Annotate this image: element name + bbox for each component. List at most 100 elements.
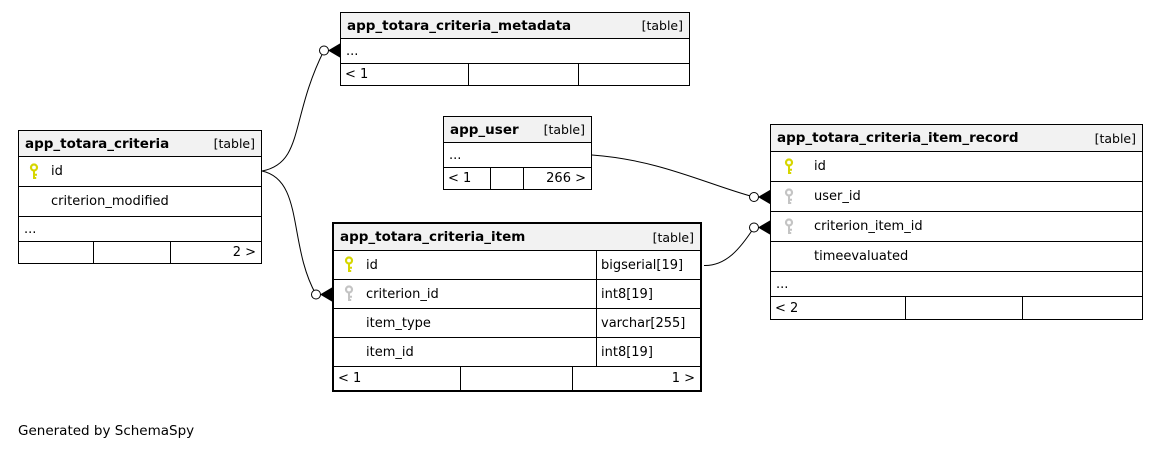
relationship-curve-user-to-item-record xyxy=(591,154,755,198)
hidden-columns-row: ... xyxy=(771,272,1142,297)
table-footer: 2 > xyxy=(19,242,261,263)
column-row: id bigserial[19] xyxy=(334,251,700,280)
table-header: app_totara_criteria_item_record [table] xyxy=(771,125,1142,152)
footer-cell xyxy=(19,242,93,263)
primary-key-icon xyxy=(782,157,796,176)
column-name: id xyxy=(814,159,826,174)
table-tag: [table] xyxy=(641,18,683,33)
footer-cell xyxy=(468,64,578,85)
footer-cell xyxy=(460,367,572,390)
primary-key-icon xyxy=(27,162,41,181)
arrowhead-icon xyxy=(758,220,771,235)
footer-cell: 2 > xyxy=(170,242,261,263)
table-name: app_totara_criteria_metadata xyxy=(347,17,572,34)
column-type: int8[19] xyxy=(596,280,700,308)
relationship-curve-criteria-to-item xyxy=(261,170,317,295)
relationship-curve-item-to-item-record xyxy=(703,227,755,267)
column-row: criterion_item_id xyxy=(771,212,1142,242)
foreign-key-icon xyxy=(342,285,356,303)
column-type: varchar[255] xyxy=(596,309,700,337)
column-name: criterion_modified xyxy=(51,194,169,209)
relationship-curve-criteria-to-metadata xyxy=(261,50,325,172)
column-row: id xyxy=(19,157,261,187)
related-count: 1 > xyxy=(671,371,695,386)
zero-many-circle xyxy=(319,45,329,56)
column-row: criterion_id int8[19] xyxy=(334,280,700,309)
footer-cell: 1 > xyxy=(572,367,700,390)
table-app_user[interactable]: app_user [table] ... < 1 266 > xyxy=(443,116,592,190)
column-type: bigserial[19] xyxy=(596,251,700,279)
arrowhead-icon xyxy=(320,287,333,302)
column-name-cell: criterion_id xyxy=(334,280,596,308)
footer-cell xyxy=(490,168,523,189)
column-name: id xyxy=(366,257,378,273)
column-row: item_type varchar[255] xyxy=(334,309,700,338)
column-name: id xyxy=(51,164,63,179)
column-row: timeevaluated xyxy=(771,242,1142,272)
column-name: timeevaluated xyxy=(814,249,909,264)
table-name: app_totara_criteria_item xyxy=(340,229,526,245)
generated-by-note: Generated by SchemaSpy xyxy=(18,423,195,439)
footer-cell: < 2 xyxy=(771,297,905,319)
related-count: < 1 xyxy=(345,67,369,82)
table-name: app_totara_criteria xyxy=(25,135,170,152)
table-footer: < 1 1 > xyxy=(334,367,700,390)
column-name: item_id xyxy=(366,344,414,360)
column-type: int8[19] xyxy=(596,338,700,366)
table-header: app_totara_criteria_metadata [table] xyxy=(341,13,689,39)
table-header: app_totara_criteria_item [table] xyxy=(334,224,700,251)
table-header: app_totara_criteria [table] xyxy=(19,131,261,157)
related-count: 2 > xyxy=(232,245,256,260)
table-tag: [table] xyxy=(1094,130,1136,146)
column-name: ... xyxy=(776,276,789,292)
column-row: user_id xyxy=(771,182,1142,212)
foreign-key-icon xyxy=(782,187,796,206)
hidden-columns-row: ... xyxy=(444,143,591,168)
footer-cell: < 1 xyxy=(334,367,460,390)
column-name: criterion_id xyxy=(366,286,439,302)
hidden-columns-row: ... xyxy=(341,39,689,64)
arrowhead-icon xyxy=(328,43,341,58)
column-name-cell: item_id xyxy=(334,338,596,366)
table-app_totara_criteria_metadata[interactable]: app_totara_criteria_metadata [table] ...… xyxy=(340,12,690,86)
column-name-cell: id xyxy=(334,251,596,279)
table-header: app_user [table] xyxy=(444,117,591,143)
footer-cell xyxy=(905,297,1022,319)
table-footer: < 1 266 > xyxy=(444,168,591,189)
column-row: id xyxy=(771,152,1142,182)
table-footer: < 1 xyxy=(341,64,689,85)
primary-key-icon xyxy=(342,256,356,274)
zero-many-circle xyxy=(311,289,321,300)
footer-cell xyxy=(93,242,170,263)
footer-cell: < 1 xyxy=(341,64,468,85)
related-count: < 2 xyxy=(775,300,799,316)
column-row: item_id int8[19] xyxy=(334,338,700,367)
table-name: app_user xyxy=(450,121,519,138)
table-app_totara_criteria_item[interactable]: app_totara_criteria_item [table] id bigs… xyxy=(332,222,702,392)
hidden-columns-row: ... xyxy=(19,217,261,242)
column-row: criterion_modified xyxy=(19,187,261,217)
column-name-cell: item_type xyxy=(334,309,596,337)
table-tag: [table] xyxy=(652,229,694,245)
column-name: ... xyxy=(24,221,37,237)
related-count: < 1 xyxy=(338,371,362,386)
zero-many-circle xyxy=(749,222,759,233)
arrowhead-icon xyxy=(758,189,771,205)
column-name: criterion_item_id xyxy=(814,219,923,234)
column-name: ... xyxy=(346,43,359,59)
column-name: item_type xyxy=(366,315,431,331)
table-app_totara_criteria_item_record[interactable]: app_totara_criteria_item_record [table] … xyxy=(770,124,1143,320)
footer-cell: < 1 xyxy=(444,168,490,189)
zero-many-circle xyxy=(749,192,759,202)
related-count: < 1 xyxy=(448,171,472,186)
footer-cell xyxy=(1022,297,1142,319)
row-count: 266 > xyxy=(546,171,586,186)
foreign-key-icon xyxy=(782,217,796,236)
table-app_totara_criteria[interactable]: app_totara_criteria [table] id criterion… xyxy=(18,130,262,264)
footer-cell: 266 > xyxy=(523,168,591,189)
footer-cell xyxy=(578,64,689,85)
table-tag: [table] xyxy=(543,122,585,137)
column-name: ... xyxy=(449,147,462,163)
table-footer: < 2 xyxy=(771,297,1142,319)
